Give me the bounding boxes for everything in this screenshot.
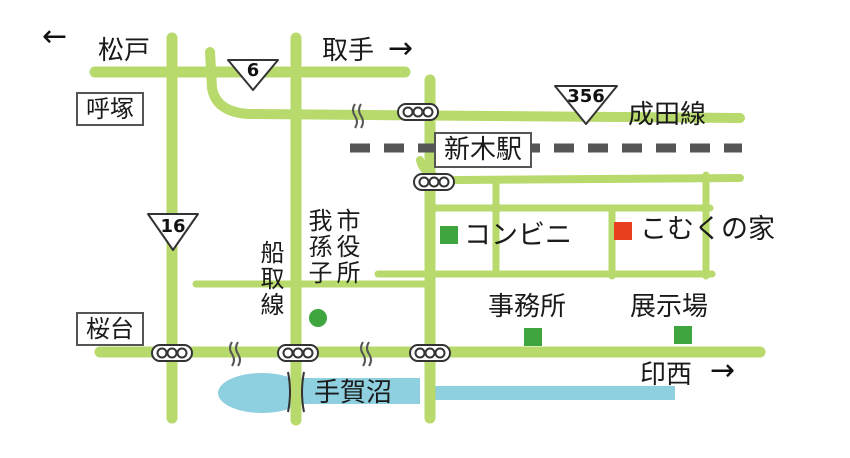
route-6-356-road: [205, 47, 745, 123]
label-convenience-store: コンビニ: [464, 220, 572, 251]
arrow-right-icon: →: [388, 31, 414, 66]
direction-inzai: 印西: [640, 360, 693, 390]
green-circle-marker-icon: [309, 309, 327, 327]
direction-matsudo: 松戸: [98, 36, 151, 66]
traffic-signal-icon: [413, 173, 455, 191]
label-komuku-house: こむくの家: [640, 214, 775, 245]
traffic-signal-icon: [151, 344, 193, 362]
label-teganuma: 手賀沼: [314, 378, 393, 408]
traffic-signal-icon: [397, 103, 439, 121]
traffic-signal-icon: [409, 344, 451, 362]
green-square-marker-icon: [524, 328, 542, 346]
arrow-left-icon: ←: [42, 19, 68, 54]
railroad-crossing-icon: [229, 341, 241, 367]
direction-toride: 取手: [322, 36, 375, 66]
label-city-office-col2: 我孫子: [304, 208, 332, 286]
red-square-marker-icon: [614, 222, 632, 240]
place-shinkiba-station: 新木駅: [434, 132, 533, 168]
route-16-label: 16: [160, 216, 186, 237]
label-office: 事務所: [488, 292, 567, 322]
route-shield-icon: [147, 213, 199, 251]
railroad-crossing-icon: [360, 341, 372, 367]
label-showroom: 展示場: [630, 292, 709, 322]
place-sakuradai: 桜台: [76, 312, 144, 346]
bridge-marks: [287, 371, 305, 413]
route-shield-icon: [554, 85, 618, 125]
route-356-label: 356: [567, 86, 605, 107]
route-6-label: 6: [246, 60, 260, 81]
label-city-office-col1: 市役所: [332, 208, 360, 286]
label-funatori-line: 船取線: [256, 240, 284, 318]
traffic-signal-icon: [277, 344, 319, 362]
green-square-marker-icon: [440, 226, 458, 244]
label-narita-line: 成田線: [628, 100, 707, 130]
teganuma-marsh: [218, 373, 675, 413]
railroad-crossing-icon: [352, 103, 364, 129]
arrow-right-icon: →: [710, 353, 736, 388]
place-yobitsuka: 呼塚: [76, 92, 144, 126]
green-square-marker-icon: [674, 326, 692, 344]
route-shield-icon: [227, 59, 279, 91]
